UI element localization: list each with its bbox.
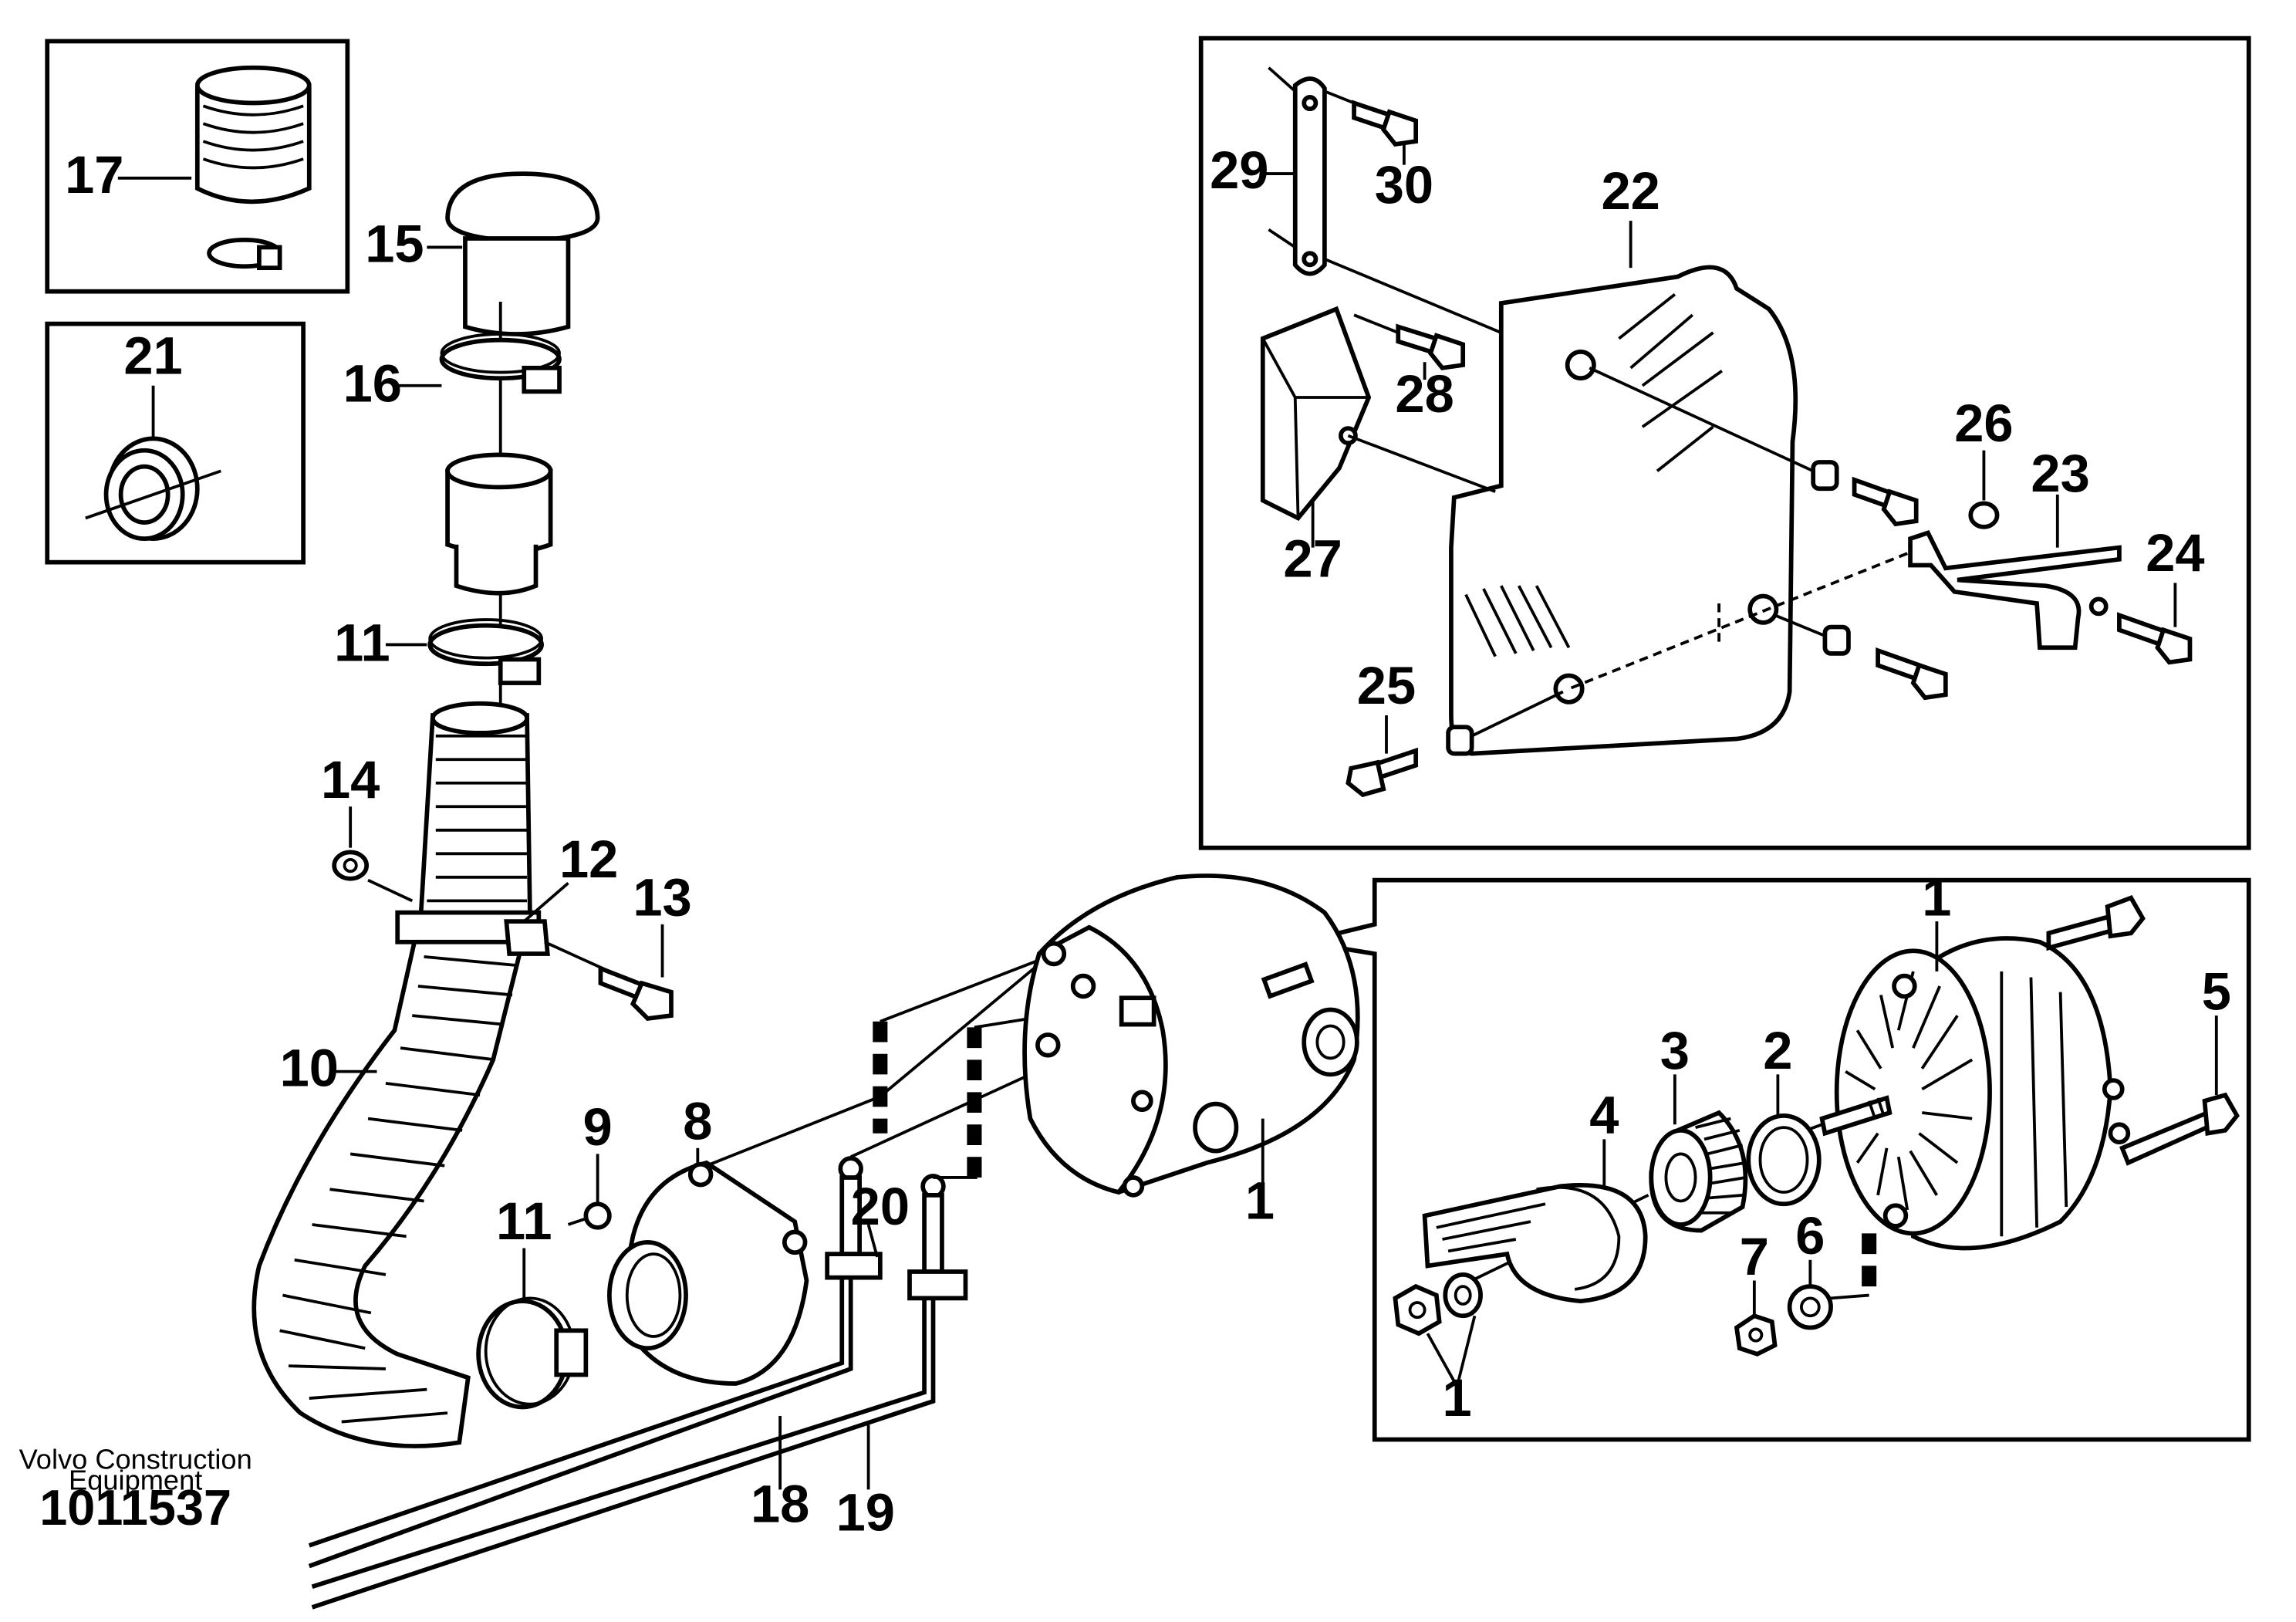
inset-box-alternator-detail [1302, 877, 2251, 1442]
bolt-1-upper [2046, 895, 2146, 951]
inset-box-grommet [45, 321, 306, 565]
callout-9: 9 [583, 1097, 613, 1157]
spacer-2 [1746, 1113, 1822, 1207]
cable-terminals [825, 1156, 968, 1301]
callout-27: 27 [1283, 529, 1342, 589]
clamp-16 [439, 333, 562, 394]
spacers-and-bolts-26 [1811, 460, 2000, 701]
strap-29 [1292, 76, 1327, 276]
callout-14: 14 [321, 750, 380, 809]
credit-line-1: Volvo Construction [19, 1444, 252, 1475]
callout-22: 22 [1601, 161, 1660, 221]
bracket-12 [504, 919, 550, 956]
end-cover-8 [607, 1160, 809, 1386]
washer-9 [583, 1201, 612, 1230]
callout-4: 4 [1589, 1086, 1619, 1145]
grommet [103, 436, 200, 541]
inset-box-filter [45, 39, 350, 294]
alternator [1022, 874, 1360, 1198]
clamp-11-upper [427, 618, 544, 685]
callout-12: 12 [559, 830, 618, 889]
corrugated-hose [252, 701, 542, 1448]
callout-3: 3 [1660, 1021, 1690, 1080]
callout-18: 18 [751, 1474, 809, 1533]
callout-25: 25 [1357, 656, 1416, 715]
callout-16: 16 [343, 354, 402, 414]
callout-2: 2 [1763, 1021, 1792, 1080]
callout-11-lower: 11 [496, 1191, 552, 1251]
bolt-25-and-spacer [1346, 725, 1474, 798]
callout-1-alternator: 1 [1245, 1171, 1275, 1230]
drawing-number: 1011537 [39, 1479, 231, 1536]
credit-line-2: Equipment [69, 1464, 202, 1495]
callout-11-upper: 11 [334, 613, 390, 672]
callout-6: 6 [1795, 1206, 1825, 1265]
heat-shield-22 [1449, 265, 1798, 756]
callout-24: 24 [2146, 523, 2204, 583]
callout-8: 8 [683, 1091, 712, 1151]
callout-10: 10 [280, 1039, 339, 1098]
callout-30: 30 [1375, 155, 1433, 215]
callout-28: 28 [1395, 364, 1454, 424]
bolt-24 [2117, 612, 2193, 665]
washer-6 [1787, 1284, 1833, 1330]
callout-21: 21 [123, 326, 182, 385]
bolt-28 [1396, 323, 1466, 370]
callout-23: 23 [2031, 444, 2089, 503]
callout-15: 15 [365, 215, 424, 274]
pulley-3 [1649, 1110, 1748, 1233]
callout-1-nut: 1 [1442, 1368, 1471, 1428]
callout-1-fan: 1 [1922, 867, 1951, 927]
belt-4 [1422, 1183, 1648, 1304]
bracket-27 [1260, 306, 1372, 521]
cap-15 [445, 171, 600, 336]
callout-19: 19 [836, 1483, 895, 1543]
nut-and-washer-1 [1393, 1272, 1483, 1336]
callout-20: 20 [851, 1177, 910, 1236]
callout-29: 29 [1210, 140, 1268, 200]
nut-7 [1734, 1313, 1778, 1357]
bracket-23 [1908, 529, 2122, 650]
clamp-11-lower [476, 1296, 589, 1410]
callout-13: 13 [633, 867, 691, 927]
bolt-5 [2119, 1092, 2240, 1166]
air-filter [194, 65, 312, 271]
callout-26: 26 [1954, 394, 2013, 453]
washer-14 [332, 850, 370, 881]
alternator-detail [1834, 936, 2131, 1251]
callout-17: 17 [65, 145, 123, 204]
bolt-30 [1352, 100, 1419, 147]
callout-7: 7 [1740, 1227, 1769, 1286]
adapter [445, 452, 553, 596]
shaft-stud [1819, 1095, 1893, 1137]
callout-5: 5 [2202, 962, 2231, 1022]
bolt-13 [598, 965, 674, 1021]
inset-box-shield [1198, 35, 2251, 850]
